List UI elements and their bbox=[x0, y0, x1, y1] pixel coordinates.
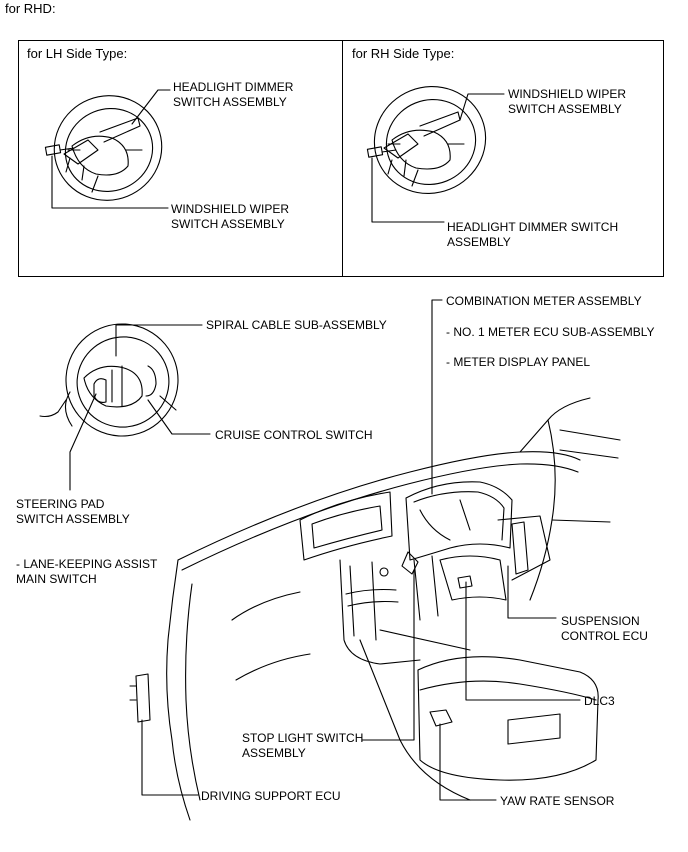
cruise-control-leader bbox=[147, 399, 211, 435]
steering-pad-leader bbox=[69, 393, 97, 491]
stop-light-label-1: STOP LIGHT SWITCH bbox=[242, 731, 364, 745]
spiral-cable-label: SPIRAL CABLE SUB-ASSEMBLY bbox=[206, 318, 387, 332]
lh-wiper-label-1: WINDSHIELD WIPER bbox=[171, 202, 290, 216]
yaw-rate-leader bbox=[439, 723, 497, 801]
rh-side-panel bbox=[342, 40, 664, 277]
stop-light-label-2: ASSEMBLY bbox=[242, 746, 306, 760]
spiral-cable-leader bbox=[115, 324, 203, 357]
dashboard-illustration bbox=[129, 397, 621, 821]
rh-panel-title: for RH Side Type: bbox=[352, 46, 455, 61]
lh-wiper-label-2: SWITCH ASSEMBLY bbox=[171, 217, 285, 231]
rh-wiper-label-2: SWITCH ASSEMBLY bbox=[508, 102, 622, 116]
lane-keeping-label-1: - LANE-KEEPING ASSIST bbox=[16, 557, 158, 571]
steering-pad-label-1: STEERING PAD bbox=[16, 497, 105, 511]
rh-headlight-label-1: HEADLIGHT DIMMER SWITCH bbox=[447, 220, 619, 234]
rh-wiper-leader bbox=[459, 93, 505, 121]
cruise-control-label: CRUISE CONTROL SWITCH bbox=[215, 428, 373, 442]
driving-support-label: DRIVING SUPPORT ECU bbox=[201, 789, 341, 803]
steering-pad-wheel-illustration bbox=[39, 323, 179, 437]
lane-keeping-label-2: MAIN SWITCH bbox=[16, 572, 97, 586]
stop-light-leader bbox=[361, 569, 415, 741]
lh-headlight-leader bbox=[131, 89, 171, 125]
dlc3-leader bbox=[465, 581, 581, 701]
lh-wiper-leader bbox=[51, 155, 169, 209]
lh-headlight-label-2: SWITCH ASSEMBLY bbox=[173, 95, 287, 109]
suspension-ecu-label-1: SUSPENSION bbox=[561, 614, 640, 628]
steering-pad-label-2: SWITCH ASSEMBLY bbox=[16, 512, 130, 526]
rh-wiper-label-1: WINDSHIELD WIPER bbox=[508, 87, 627, 101]
rh-steering-wheel-illustration bbox=[366, 86, 487, 194]
driving-support-leader bbox=[141, 719, 199, 796]
page-header: for RHD: bbox=[5, 1, 56, 16]
lh-panel-title: for LH Side Type: bbox=[27, 46, 128, 61]
meter-display-label: - METER DISPLAY PANEL bbox=[446, 355, 591, 369]
rh-headlight-label-2: ASSEMBLY bbox=[447, 235, 511, 249]
suspension-ecu-label-2: CONTROL ECU bbox=[561, 629, 648, 643]
combination-meter-label: COMBINATION METER ASSEMBLY bbox=[446, 294, 642, 308]
rh-headlight-leader bbox=[371, 157, 445, 223]
suspension-ecu-leader bbox=[507, 565, 557, 619]
meter-ecu-label: - NO. 1 METER ECU SUB-ASSEMBLY bbox=[446, 325, 655, 339]
yaw-rate-label: YAW RATE SENSOR bbox=[500, 794, 615, 808]
combination-meter-leader bbox=[431, 299, 443, 495]
lh-headlight-label-1: HEADLIGHT DIMMER bbox=[173, 80, 294, 94]
dlc3-label: DLC3 bbox=[584, 694, 615, 708]
lh-steering-wheel-illustration bbox=[44, 95, 163, 201]
